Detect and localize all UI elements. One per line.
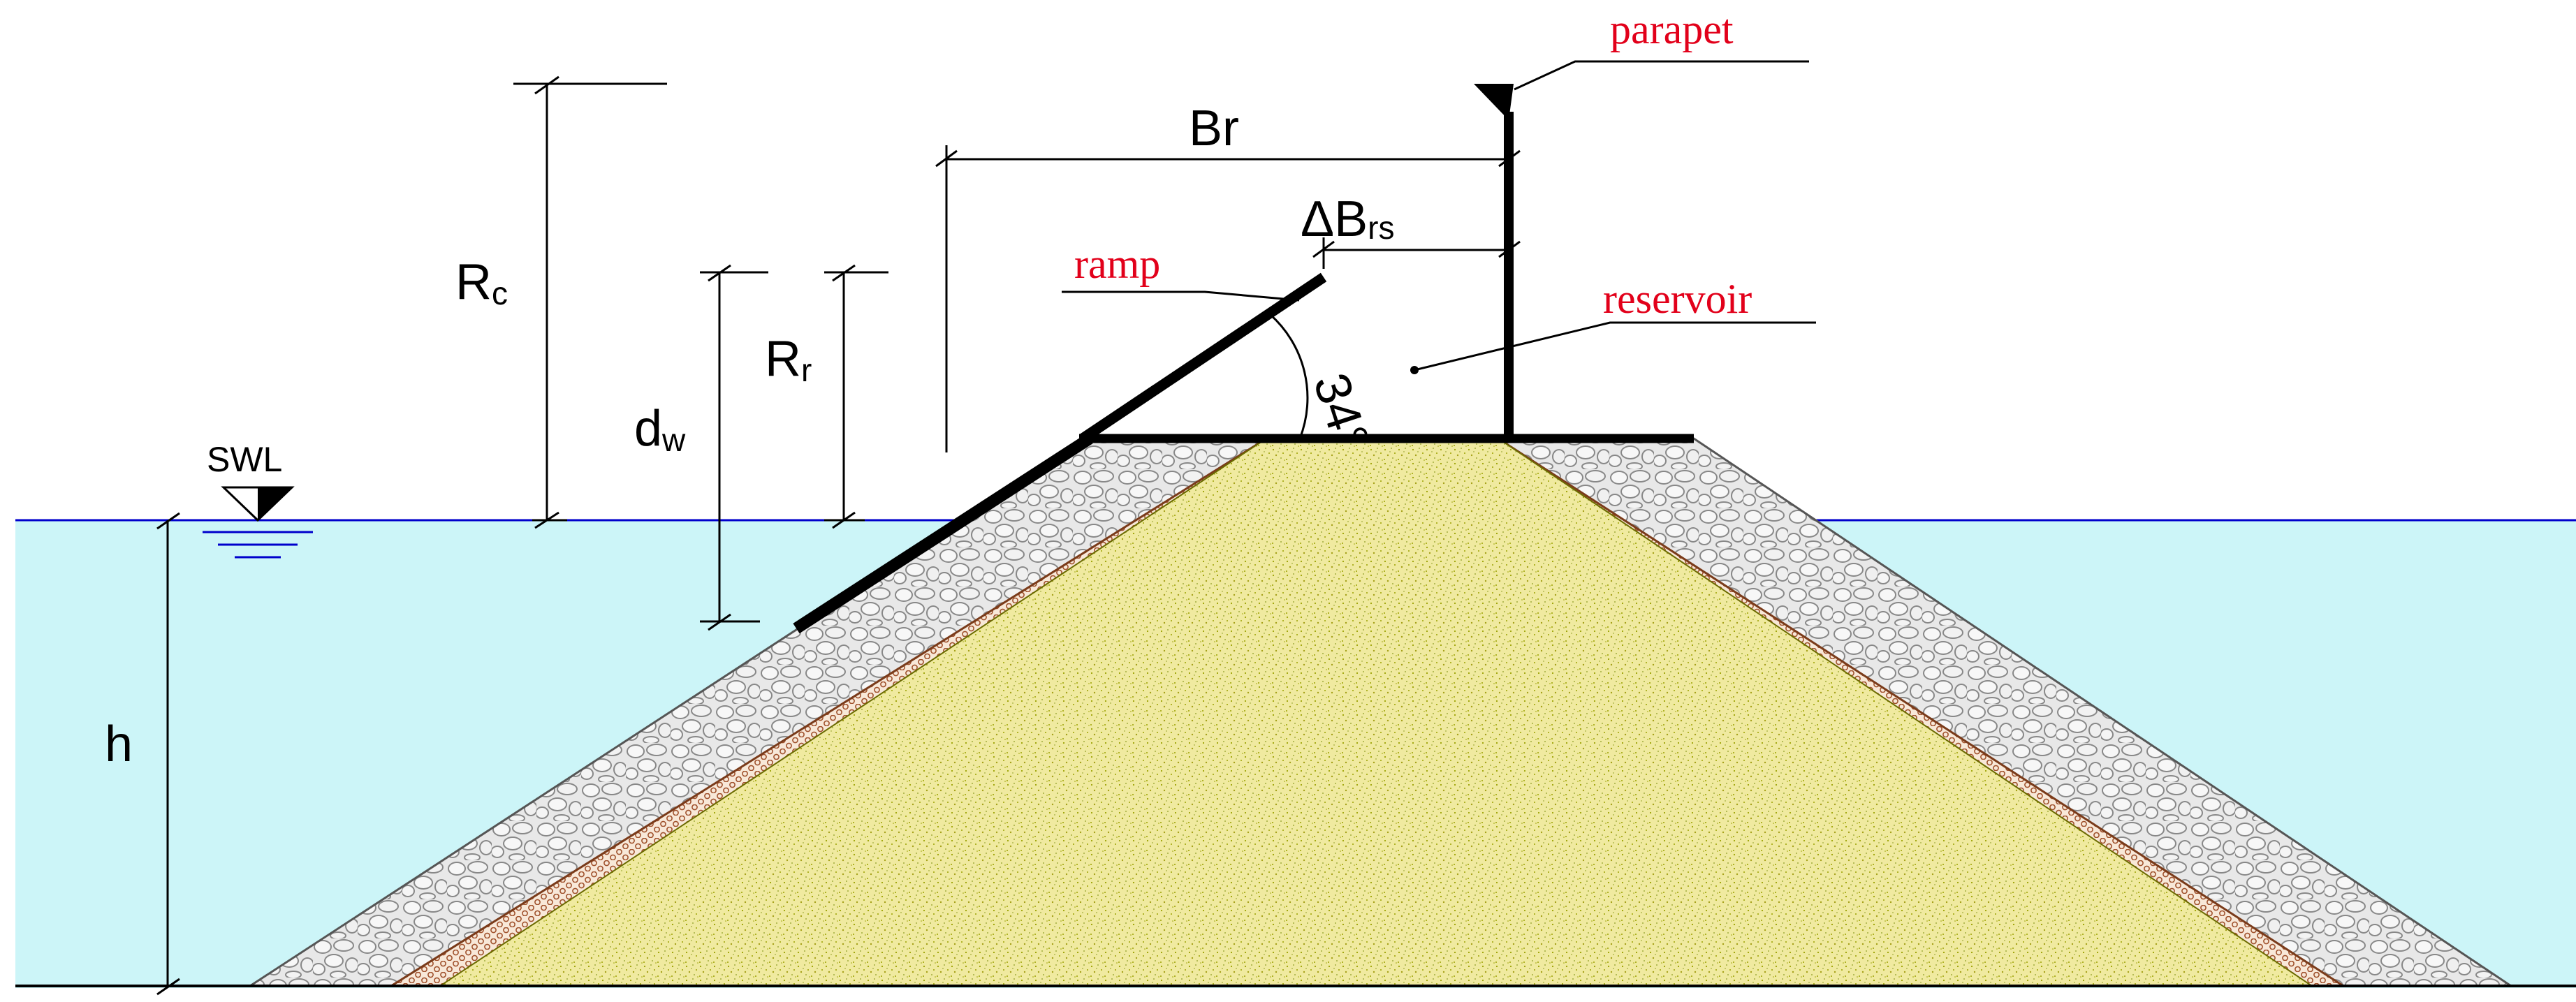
dimension-dw <box>700 264 768 631</box>
reservoir-callout: reservoir <box>1603 276 1752 322</box>
delta-brs-label: ΔBrs <box>1301 191 1394 247</box>
dimension-rc <box>513 75 667 529</box>
slope-plate <box>793 433 1093 634</box>
h-label: h <box>105 716 133 772</box>
dimension-br <box>935 145 1521 452</box>
parapet-callout: parapet <box>1610 6 1734 52</box>
rc-label: Rc <box>455 254 508 311</box>
dimension-rr <box>824 264 888 529</box>
ramp-leader <box>1062 290 1300 302</box>
dimension-h <box>156 512 180 996</box>
ramp-callout: ramp <box>1074 241 1160 287</box>
parapet-flag <box>1474 84 1514 120</box>
parapet-leader <box>1514 60 1809 91</box>
ramp-plate <box>1079 272 1327 443</box>
br-label: Br <box>1189 101 1239 156</box>
swl-label: SWL <box>207 440 282 479</box>
dw-label: dw <box>634 401 686 458</box>
rr-label: Rr <box>765 331 812 388</box>
swl-symbol <box>203 486 313 559</box>
angle-arc <box>1269 313 1309 439</box>
dimension-delta-brs <box>1312 237 1521 269</box>
reservoir-leader <box>1414 321 1816 371</box>
